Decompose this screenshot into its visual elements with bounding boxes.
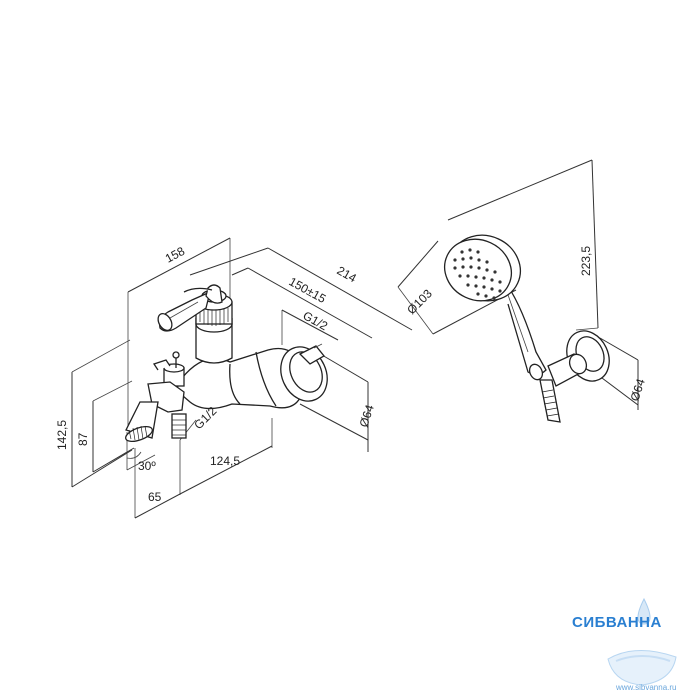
mixer-body [125, 284, 328, 443]
hose-rings [541, 389, 560, 417]
watermark-site: www.sibvanna.ru [616, 683, 677, 692]
water-drop-logo [607, 597, 677, 686]
dim-87: 87 [76, 432, 90, 446]
dim-diameter-64-flange: Ø64 [357, 403, 377, 429]
dim-30-deg: 30º [138, 459, 156, 473]
outlet-thread [172, 419, 186, 436]
hand-shower [444, 234, 547, 376]
spray-nozzles [453, 248, 502, 300]
dim-diameter-64-holder: Ø64 [628, 377, 648, 403]
dim-223-5: 223,5 [579, 246, 593, 276]
spout-aerator [128, 425, 148, 441]
mixer-dimension-lines [71, 237, 413, 519]
brand-watermark: СИБВАННА www.sibvanna.ru [572, 597, 700, 700]
watermark-brand: СИБВАННА [572, 614, 662, 631]
dim-65: 65 [148, 490, 162, 504]
dim-124-5: 124,5 [210, 454, 240, 468]
wall-holder [528, 330, 610, 423]
knurl-ring [199, 308, 229, 326]
dim-diameter-103: Ø103 [404, 286, 435, 317]
dim-142-5: 142,5 [55, 420, 69, 450]
dim-214: 214 [335, 263, 360, 285]
